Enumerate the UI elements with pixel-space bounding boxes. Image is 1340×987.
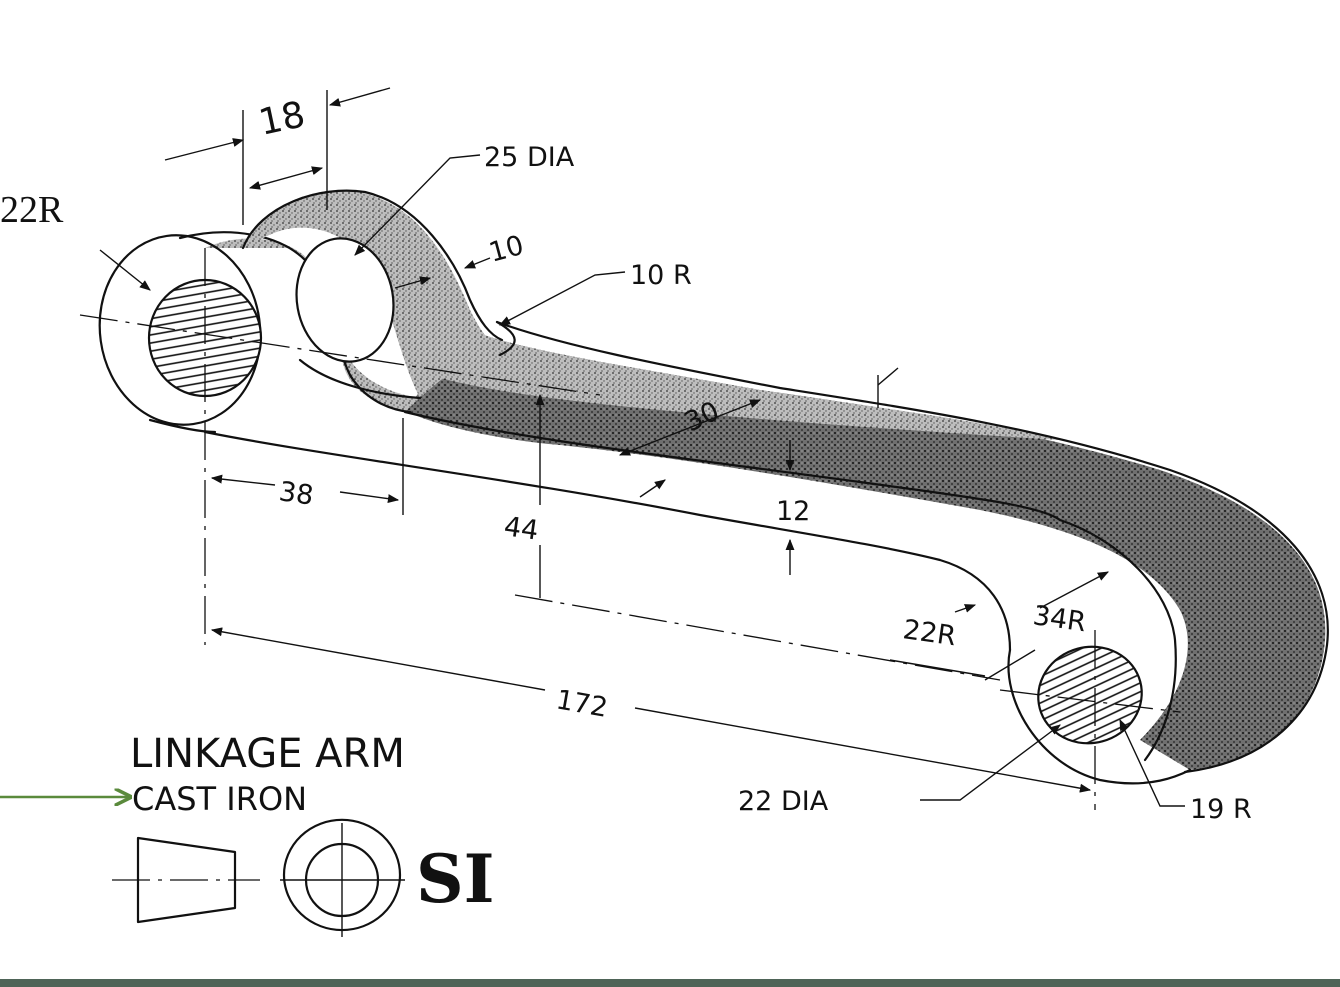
end-boss [1037, 645, 1143, 745]
dim-end-radius: 19 R [1190, 794, 1252, 825]
dimension-lines [99, 87, 1185, 807]
standard-label: SI [416, 840, 495, 918]
dim-boss-radius: 22R [0, 189, 64, 231]
dim-boss-spacing: 38 [277, 476, 315, 511]
dim-inner-radius: 22R [901, 614, 958, 652]
drawing-material: CAST IRON [132, 780, 307, 818]
upper-hole [295, 237, 395, 363]
dim-outer-radius: 34R [1031, 600, 1088, 638]
dim-web-thickness: 10 [486, 230, 527, 269]
dim-hole-top: 25 DIA [484, 142, 575, 173]
upper-boss-band [245, 190, 500, 398]
dim-boss-thickness: 18 [255, 94, 308, 144]
dim-arm-height: 12 [776, 496, 810, 527]
title-block: LINKAGE ARM CAST IRON SI [0, 731, 495, 937]
dim-hole-end: 22 DIA [738, 786, 829, 817]
arm-mid-surface [430, 330, 1060, 440]
dim-offset: 44 [502, 511, 540, 546]
dimension-labels: 22R 18 25 DIA 10 10 R 30 12 44 38 172 22… [0, 94, 1252, 825]
first-angle-projection-symbol-icon [112, 818, 405, 937]
end-hole [1037, 645, 1143, 745]
drawing-title: LINKAGE ARM [130, 731, 405, 777]
left-boss-band [205, 238, 420, 412]
dim-center-distance: 172 [554, 684, 610, 723]
dim-fillet: 10 R [630, 260, 692, 291]
footer-bar [0, 979, 1340, 987]
center-lines [79, 248, 1181, 810]
